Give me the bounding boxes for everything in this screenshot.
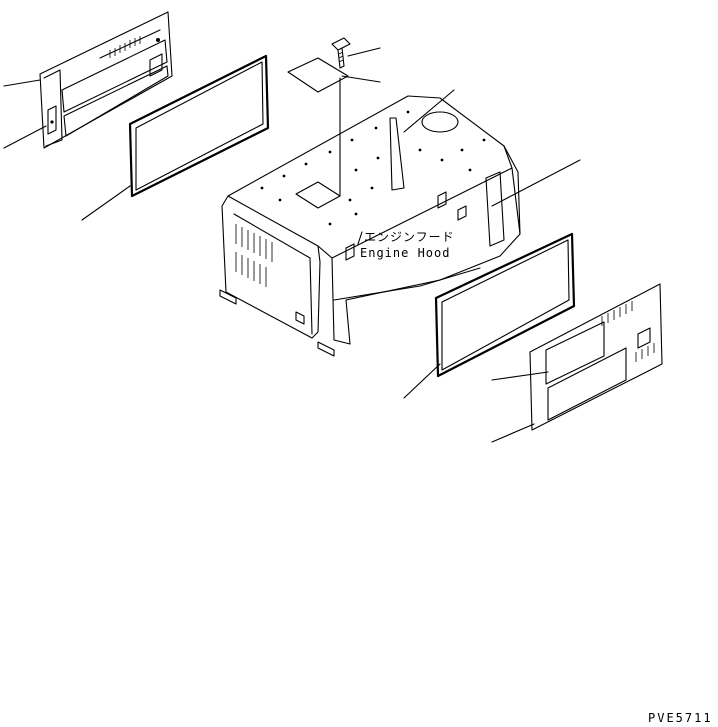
right-door-panel — [529, 283, 663, 431]
left-seal-frame — [128, 54, 270, 198]
top-cover-plate — [287, 57, 349, 93]
figure-code: PVE5711 — [648, 711, 713, 725]
leader-lines — [3, 47, 581, 443]
engine-hood-body — [219, 95, 521, 357]
part-name-japanese: エンジンフード — [364, 230, 455, 244]
part-name-english: Engine Hood — [360, 246, 450, 260]
left-door-panel — [39, 11, 173, 149]
bolt — [331, 37, 351, 69]
hood-holes — [260, 110, 486, 226]
right-seal-frame — [434, 232, 576, 378]
